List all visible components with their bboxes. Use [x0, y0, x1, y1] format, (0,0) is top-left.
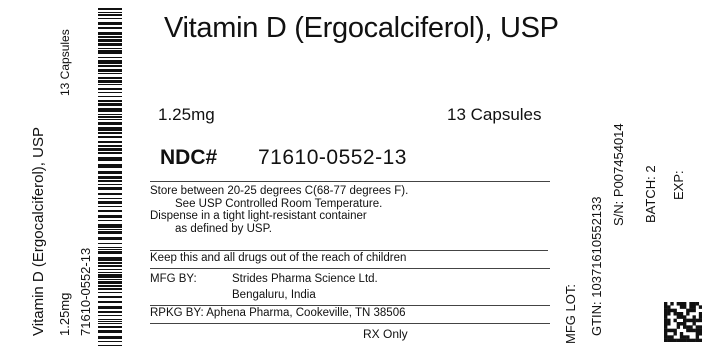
repackager: RPKG BY: Aphena Pharma, Cookeville, TN 3… — [150, 307, 406, 319]
ndc-prefix: NDC# — [160, 146, 218, 169]
divider-bottom — [150, 323, 550, 324]
datamatrix-icon — [664, 302, 702, 342]
storage-line: See USP Controlled Room Temperature. — [175, 197, 383, 210]
divider-top — [150, 181, 550, 182]
strength-label: 1.25mg — [158, 105, 215, 124]
storage-instructions: Store between 20-25 degrees C(68-77 degr… — [150, 185, 560, 235]
mfg-lot: MFG LOT: — [563, 284, 578, 344]
gtin: GTIN: 10371610552133 — [589, 196, 604, 337]
expiry: EXP: — [671, 170, 686, 200]
spine-strength: 1.25mg — [57, 292, 72, 336]
spine-ndc: 71610-0552-13 — [78, 247, 93, 336]
mfg-label: MFG BY: — [150, 273, 197, 285]
divider-rpkg — [150, 305, 550, 306]
mfg-name: Strides Pharma Science Ltd. — [232, 273, 378, 285]
rx-only: RX Only — [363, 327, 408, 341]
product-title: Vitamin D (Ergocalciferol), USP — [164, 12, 559, 44]
batch-number: BATCH: 2 — [643, 165, 658, 223]
storage-line: Dispense in a tight light-resistant cont… — [150, 210, 367, 222]
storage-line: as defined by USP. — [175, 222, 272, 235]
barcode-icon — [98, 8, 122, 346]
divider-warning — [150, 250, 548, 251]
spine-title: Vitamin D (Ergocalciferol), USP — [30, 127, 47, 336]
mfg-city: Bengaluru, India — [232, 289, 316, 301]
divider-mid — [150, 268, 550, 269]
capsule-count: 13 Capsules — [447, 105, 542, 124]
storage-line: Store between 20-25 degrees C(68-77 degr… — [150, 185, 409, 197]
ndc-number: 71610-0552-13 — [258, 146, 407, 169]
child-warning: Keep this and all drugs out of the reach… — [150, 252, 407, 264]
spine-count: 13 Capsules — [58, 29, 72, 96]
serial-number: S/N: P007454014 — [611, 123, 626, 226]
